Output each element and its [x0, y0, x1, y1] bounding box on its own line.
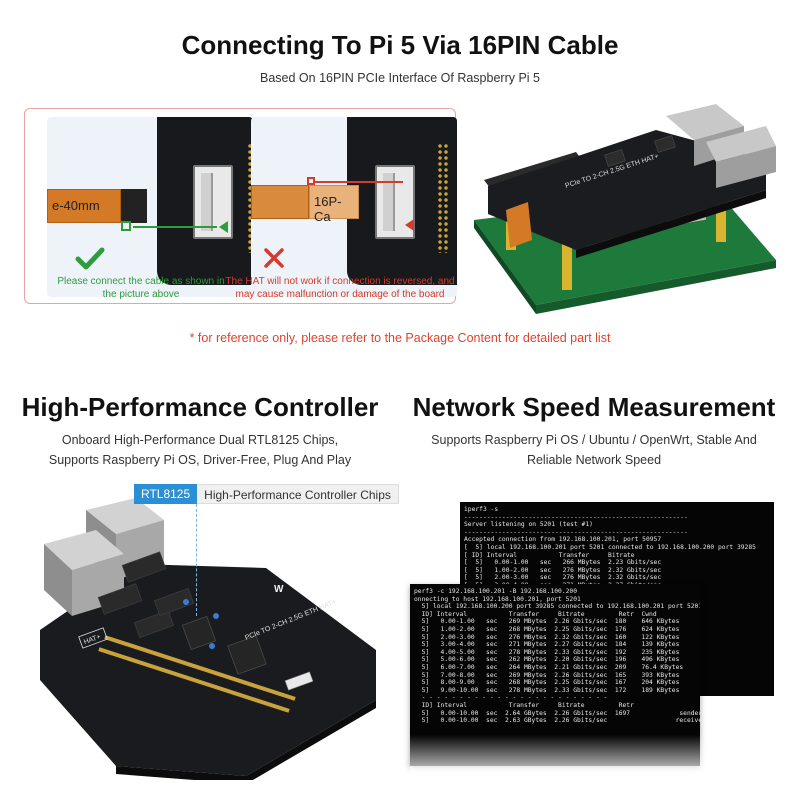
reference-note: * for reference only, please refer to th… — [189, 331, 611, 345]
terminal-line: 5] 7.00-8.00 sec 269 MBytes 2.26 Gbits/s… — [414, 671, 680, 679]
ribbon-cable — [251, 185, 309, 219]
terminal-line: ----------------------------------------… — [464, 513, 688, 521]
terminal-line: iperf3 -s — [464, 506, 499, 513]
incorrect-caption: The HAT will not work if connection is r… — [225, 276, 455, 300]
terminal-line: 5] 0.00-1.00 sec 269 MBytes 2.26 Gbits/s… — [414, 618, 680, 626]
terminal-line: 5] 8.00-9.00 sec 268 MBytes 2.25 Gbits/s… — [414, 679, 680, 687]
misalignment-arrow-icon — [405, 219, 414, 231]
misalignment-mark-icon — [307, 177, 315, 185]
chip-callout: RTL8125 High-Performance Controller Chip… — [134, 484, 399, 504]
svg-text:W: W — [274, 584, 284, 595]
terminal-line: perf3 -c 192.168.100.201 -B 192.168.100.… — [414, 588, 578, 595]
cross-icon — [264, 248, 284, 268]
terminal-line: 5] 1.00-2.00 sec 268 MBytes 2.25 Gbits/s… — [414, 625, 680, 633]
terminal-line: onnecting to host 192.168.100.201, port … — [414, 595, 581, 603]
cable-print-bad: 16P-Ca — [314, 194, 342, 224]
terminal-line: [ ID] Interval Transfer Bitrate — [464, 551, 635, 559]
terminal-line: ID] Interval Transfer Bitrate Retr — [414, 701, 634, 709]
terminal-line: 5] 9.00-10.00 sec 278 MBytes 2.33 Gbits/… — [414, 686, 680, 694]
misalignment-line — [315, 181, 403, 183]
terminal-line: [ 5] 0.00-1.00 sec 266 MBytes 2.23 Gbits… — [464, 559, 662, 567]
hat-on-pi-photo: PCIe TO 2-CH 2.5G ETH HAT+ — [474, 104, 776, 314]
cable-print-good: e-40mm — [52, 198, 100, 213]
terminal-line: - - - - - - - - - - - - - - - - - - - - … — [414, 694, 608, 702]
correct-caption: Please connect the cable as shown in the… — [57, 276, 225, 300]
hat-board-photo: W PCIe TO 2-CH 2.5G ETH HAT+ HAT+ — [40, 498, 376, 780]
terminal-line: [ 5] 1.00-2.00 sec 276 MBytes 2.32 Gbits… — [464, 566, 662, 574]
alignment-mark-icon — [121, 221, 131, 231]
section-title-network: Network Speed Measurement — [412, 392, 776, 422]
terminal-line: Accepted connection from 192.168.100.201… — [464, 536, 662, 544]
check-icon — [75, 247, 105, 270]
chip-callout-description: High-Performance Controller Chips — [197, 484, 399, 504]
terminal-client-output: perf3 -c 192.168.100.201 -B 192.168.100.… — [414, 588, 700, 725]
terminal-line: 5] 6.00-7.00 sec 264 MBytes 2.21 Gbits/s… — [414, 663, 684, 671]
terminal-line: 5] 4.00-5.00 sec 278 MBytes 2.33 Gbits/s… — [414, 648, 680, 656]
alignment-arrow-icon — [219, 221, 228, 233]
chip-callout-tag: RTL8125 — [134, 484, 198, 504]
correct-connection-panel: e-40mm — [47, 117, 253, 297]
terminal-line: [ 5] local 192.168.100.201 port 5201 con… — [464, 543, 756, 551]
terminal-line: 5] 5.00-6.00 sec 262 MBytes 2.20 Gbits/s… — [414, 656, 680, 664]
terminal-fade — [410, 735, 710, 775]
ribbon-cable-reversed: 16P-Ca — [309, 185, 359, 224]
terminal-line: 5] 0.00-10.00 sec 2.64 GBytes 2.26 Gbits… — [414, 709, 700, 717]
terminal-line: 5] 0.00-10.00 sec 2.63 GBytes 2.26 Gbits… — [414, 717, 700, 725]
section-title-controller: High-Performance Controller — [21, 392, 379, 422]
section-subtitle-controller: Onboard High-Performance Dual RTL8125 Ch… — [48, 433, 352, 467]
cable-tip — [121, 189, 147, 223]
incorrect-connection-panel: 16P-Ca — [251, 117, 457, 297]
ribbon-cable: e-40mm — [47, 189, 121, 223]
terminal-line: ID] Interval Transfer Bitrate Retr Cwnd — [414, 610, 657, 618]
fpc-connector — [375, 165, 415, 239]
connection-guide: e-40mm 16P-Ca Please connect the cable a… — [24, 108, 457, 304]
alignment-line — [133, 226, 217, 228]
section-title-connecting: Connecting To Pi 5 Via 16PIN Cable — [181, 30, 619, 60]
section-subtitle-connecting: Based On 16PIN PCIe Interface Of Raspber… — [260, 71, 540, 85]
terminal-line: 5] 2.00-3.00 sec 276 MBytes 2.32 Gbits/s… — [414, 633, 680, 641]
terminal-line: [ 5] 2.00-3.00 sec 276 MBytes 2.32 Gbits… — [464, 574, 662, 582]
terminal-line: Server listening on 5201 (test #1) — [464, 521, 593, 529]
terminal-line: 5] local 192.168.100.200 port 39285 conn… — [414, 603, 700, 611]
terminal-line: ----------------------------------------… — [464, 528, 688, 536]
terminal-line: 5] 3.00-4.00 sec 271 MBytes 2.27 Gbits/s… — [414, 641, 680, 649]
callout-leader-line — [196, 504, 197, 616]
section-subtitle-network: Supports Raspberry Pi OS / Ubuntu / Open… — [431, 433, 757, 467]
